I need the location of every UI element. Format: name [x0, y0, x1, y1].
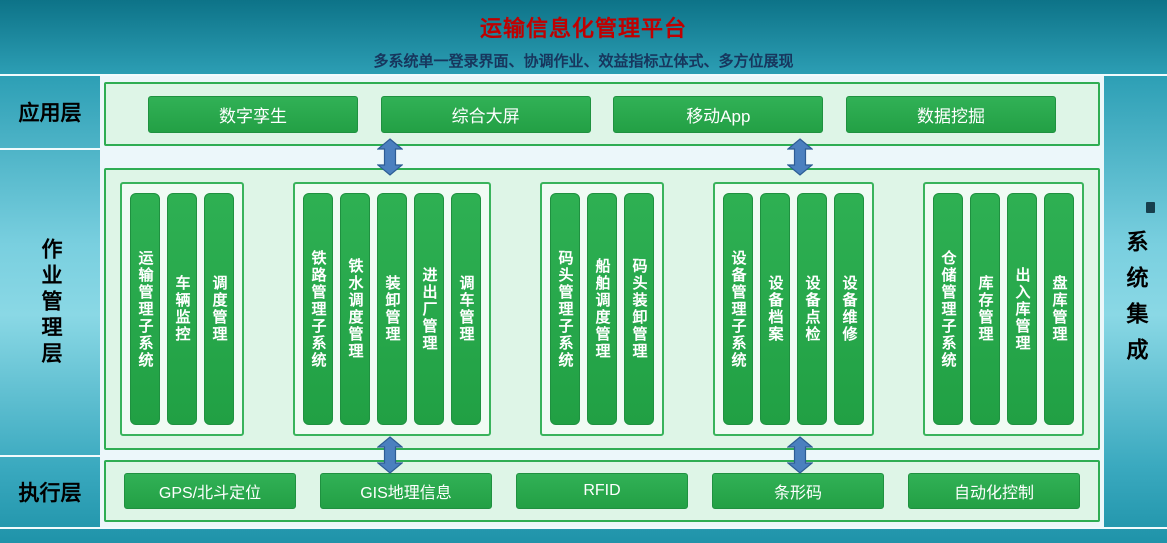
- bar-terminal-mgmt-subsystem: 码头管理子系统: [550, 193, 580, 425]
- layer-label-operation: 作业管理层: [0, 150, 100, 457]
- bar-equipment-inspection: 设备点检: [797, 193, 827, 425]
- bar-label: 铁水调度管理: [346, 258, 364, 360]
- bar-label: 进出厂管理: [420, 266, 438, 352]
- diagram-subtitle: 多系统单一登录界面、协调作业、效益指标立体式、多方位展现: [373, 53, 794, 70]
- bar-transport-mgmt-subsystem: 运输管理子系统: [130, 193, 160, 425]
- separator-line-top: [0, 74, 1167, 76]
- bar-rail-water-dispatch-mgmt: 铁水调度管理: [340, 193, 370, 425]
- bar-label: 调度管理: [210, 275, 228, 343]
- bar-railway-mgmt-subsystem: 铁路管理子系统: [303, 193, 333, 425]
- exec-item-barcode-label: 条形码: [773, 485, 822, 502]
- bar-label: 出入库管理: [1013, 266, 1031, 352]
- layer-label-execution-text: 执行层: [18, 482, 82, 505]
- group-terminal-mgmt: 码头管理子系统 船舶调度管理 码头装卸管理: [540, 182, 664, 436]
- corner-mark: [1146, 202, 1155, 213]
- execution-layer-panel: GPS/北斗定位 GIS地理信息 RFID 条形码 自动化控制: [104, 460, 1100, 522]
- double-arrow-icon: [377, 138, 403, 176]
- bar-gate-in-out-mgmt: 进出厂管理: [414, 193, 444, 425]
- exec-item-automation-control: 自动化控制: [908, 473, 1080, 509]
- bar-label: 库存管理: [976, 275, 994, 343]
- app-item-dashboard: 综合大屏: [380, 95, 591, 133]
- layer-label-application-text: 应用层: [18, 102, 82, 125]
- system-integration-label: 系统集成: [1123, 229, 1149, 374]
- exec-item-rfid-label: RFID: [583, 482, 621, 499]
- bar-label: 铁路管理子系统: [309, 249, 327, 369]
- bar-label: 码头装卸管理: [630, 258, 648, 360]
- bar-label: 运输管理子系统: [136, 249, 154, 369]
- bar-label: 装卸管理: [383, 275, 401, 343]
- bar-warehouse-mgmt-subsystem: 仓储管理子系统: [933, 193, 963, 425]
- bar-loading-unloading-mgmt: 装卸管理: [377, 193, 407, 425]
- double-arrow-icon: [787, 138, 813, 176]
- bar-label: 仓储管理子系统: [939, 249, 957, 369]
- bar-shunting-mgmt: 调车管理: [451, 193, 481, 425]
- bar-inventory-mgmt: 库存管理: [970, 193, 1000, 425]
- bar-label: 船舶调度管理: [593, 258, 611, 360]
- bar-ship-dispatch-mgmt: 船舶调度管理: [587, 193, 617, 425]
- exec-item-automation-control-label: 自动化控制: [953, 485, 1034, 502]
- operation-layer-panel: 运输管理子系统 车辆监控 调度管理 铁路管理子系统 铁水调度管理 装卸管理: [104, 168, 1100, 450]
- bar-equipment-mgmt-subsystem: 设备管理子系统: [723, 193, 753, 425]
- application-layer-panel: 数字孪生 综合大屏 移动App 数据挖掘: [104, 82, 1100, 146]
- bar-label: 设备档案: [766, 275, 784, 343]
- app-item-mobile-app: 移动App: [613, 95, 824, 133]
- app-item-digital-twin: 数字孪生: [148, 95, 358, 133]
- bar-label: 设备维修: [840, 275, 858, 343]
- layer-label-operation-text: 作业管理层: [39, 237, 62, 368]
- exec-item-gps-beidou: GPS/北斗定位: [124, 473, 296, 509]
- group-equipment-mgmt: 设备管理子系统 设备档案 设备点检 设备维修: [713, 182, 874, 436]
- bar-label: 设备管理子系统: [729, 249, 747, 369]
- app-item-mobile-app-label: 移动App: [686, 106, 751, 126]
- layer-label-application: 应用层: [0, 76, 100, 150]
- layer-rail: 应用层 作业管理层 执行层: [0, 76, 100, 527]
- exec-item-gis: GIS地理信息: [320, 473, 492, 509]
- app-item-digital-twin-label: 数字孪生: [219, 106, 287, 126]
- double-arrow-icon: [377, 436, 403, 474]
- content-area: 数字孪生 综合大屏 移动App 数据挖掘 运输管理子系统: [100, 76, 1104, 527]
- app-item-data-mining-label: 数据挖掘: [916, 106, 985, 126]
- app-item-dashboard-label: 综合大屏: [451, 106, 520, 126]
- group-transport-mgmt: 运输管理子系统 车辆监控 调度管理: [120, 182, 244, 436]
- bar-label: 盘库管理: [1050, 275, 1068, 343]
- app-item-data-mining: 数据挖掘: [845, 95, 1056, 133]
- exec-item-gis-label: GIS地理信息: [360, 485, 452, 502]
- bar-label: 车辆监控: [173, 275, 191, 343]
- double-arrow-icon: [787, 436, 813, 474]
- bar-label: 调车管理: [457, 275, 475, 343]
- bar-label: 码头管理子系统: [556, 249, 574, 369]
- bar-vehicle-monitoring: 车辆监控: [167, 193, 197, 425]
- bar-stocktaking-mgmt: 盘库管理: [1044, 193, 1074, 425]
- group-railway-mgmt: 铁路管理子系统 铁水调度管理 装卸管理 进出厂管理 调车管理: [293, 182, 491, 436]
- system-integration-rail: 系统集成: [1104, 76, 1167, 527]
- exec-item-gps-beidou-label: GPS/北斗定位: [158, 485, 262, 502]
- diagram-title: 运输信息化管理平台: [479, 16, 687, 41]
- layer-label-execution: 执行层: [0, 457, 100, 527]
- exec-item-rfid: RFID: [516, 473, 688, 509]
- title-band: 运输信息化管理平台 多系统单一登录界面、协调作业、效益指标立体式、多方位展现: [0, 0, 1167, 74]
- bar-equipment-archive: 设备档案: [760, 193, 790, 425]
- separator-line-bottom: [0, 527, 1167, 529]
- exec-item-barcode: 条形码: [712, 473, 884, 509]
- bar-inbound-outbound-mgmt: 出入库管理: [1007, 193, 1037, 425]
- bar-dispatch-mgmt: 调度管理: [204, 193, 234, 425]
- group-warehouse-mgmt: 仓储管理子系统 库存管理 出入库管理 盘库管理: [923, 182, 1084, 436]
- bar-equipment-repair: 设备维修: [834, 193, 864, 425]
- bar-terminal-loading-mgmt: 码头装卸管理: [624, 193, 654, 425]
- bar-label: 设备点检: [803, 275, 821, 343]
